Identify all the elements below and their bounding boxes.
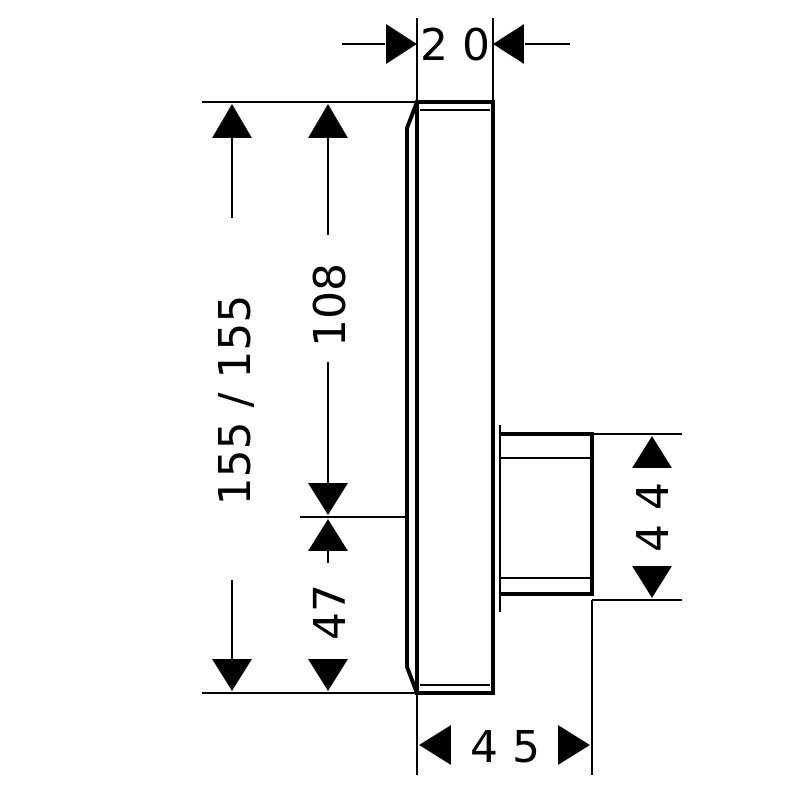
dimension-lower-height: 47 bbox=[305, 519, 356, 691]
plate-body bbox=[405, 100, 495, 695]
label-overall-depth: 4 5 bbox=[470, 722, 540, 773]
dimension-handle-height: 4 4 bbox=[592, 433, 682, 601]
handle-block bbox=[499, 425, 594, 612]
label-lower-height: 47 bbox=[305, 584, 356, 640]
label-total-height: 155 / 155 bbox=[210, 295, 261, 506]
dimension-total-height: 155 / 155 bbox=[210, 104, 261, 691]
label-upper-height: 108 bbox=[305, 263, 356, 347]
dimension-upper-height: 108 bbox=[305, 104, 356, 515]
label-depth-top: 2 0 bbox=[420, 20, 490, 71]
label-handle-height: 4 4 bbox=[628, 482, 679, 552]
dimension-overall-depth: 4 5 bbox=[416, 600, 593, 775]
dimension-depth-top: 2 0 bbox=[342, 18, 570, 100]
